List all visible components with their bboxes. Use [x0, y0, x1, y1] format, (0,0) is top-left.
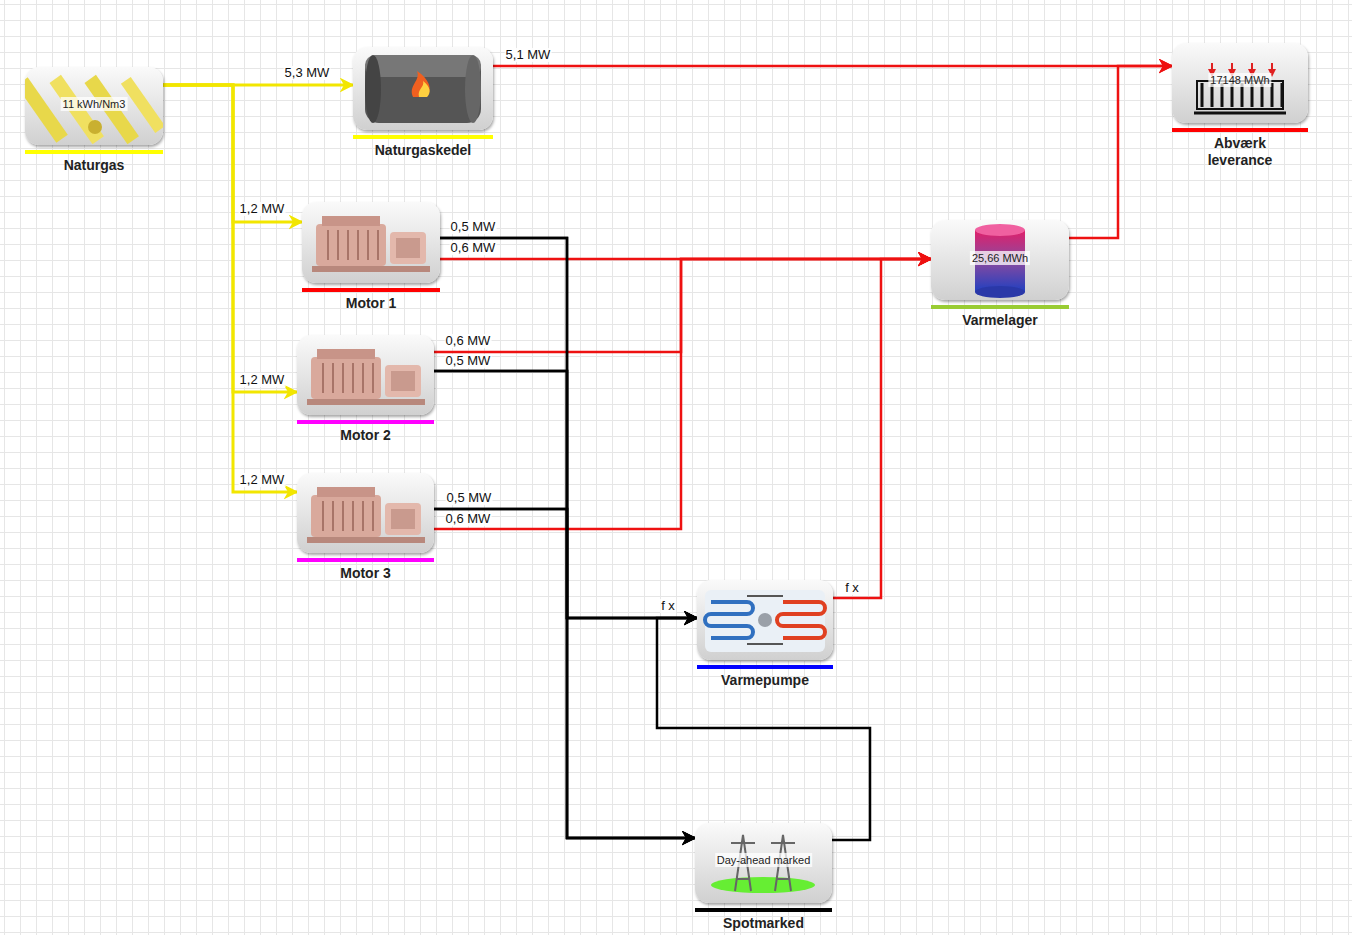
- component-node: 17148 MWhAbværk leverance: [1172, 43, 1308, 169]
- color-bar: [25, 150, 163, 154]
- flow-line: [440, 238, 697, 618]
- flow-label: 1,2 MW: [239, 373, 286, 387]
- component-name: Motor 3: [297, 565, 434, 582]
- color-bar: [353, 135, 493, 139]
- flow-label: 0,6 MW: [445, 512, 492, 526]
- flow-line: [163, 85, 297, 492]
- flow-line: [493, 65, 1172, 68]
- component-name: Varmelager: [931, 312, 1069, 329]
- color-bar: [297, 558, 434, 562]
- flow-label: 1,2 MW: [239, 202, 286, 216]
- component-node: Varmepumpe: [697, 580, 833, 689]
- flow-label: f x: [844, 581, 860, 595]
- value-text: 17148 MWh: [1208, 73, 1271, 87]
- component-node: Day-ahead markedSpotmarked: [695, 823, 832, 932]
- component-illustration: [302, 202, 440, 283]
- flow-label: f x: [660, 599, 676, 613]
- component-name: Abværk leverance: [1172, 135, 1308, 169]
- component-node: 11 kWh/Nm3Naturgas: [25, 67, 163, 174]
- flow-label: 0,5 MW: [445, 354, 492, 368]
- color-bar: [302, 288, 440, 292]
- flow-line: [434, 371, 695, 838]
- component-icon: 25,66 MWh: [931, 220, 1069, 300]
- component-illustration: [697, 580, 833, 660]
- component-icon: [297, 473, 434, 553]
- flow-label: 5,3 MW: [284, 66, 331, 80]
- flow-line: [434, 509, 697, 618]
- color-bar: [297, 420, 434, 424]
- flow-label: 0,6 MW: [445, 334, 492, 348]
- value-text: Day-ahead marked: [715, 853, 813, 867]
- component-node: Motor 3: [297, 473, 434, 582]
- component-name: Motor 2: [297, 427, 434, 444]
- component-name: Naturgas: [25, 157, 163, 174]
- component-illustration: [297, 473, 434, 553]
- flow-line: [163, 85, 297, 392]
- component-name: Varmepumpe: [697, 672, 833, 689]
- value-text: 11 kWh/Nm3: [61, 97, 128, 111]
- component-icon: [297, 335, 434, 415]
- flow-label: 0,5 MW: [446, 491, 493, 505]
- component-icon: 17148 MWh: [1172, 43, 1308, 123]
- flow-line: [1069, 66, 1172, 238]
- component-node: Motor 2: [297, 335, 434, 444]
- component-node: Motor 1: [302, 202, 440, 312]
- component-icon: [302, 202, 440, 283]
- flow-label: 0,6 MW: [450, 241, 497, 255]
- flow-label: 0,5 MW: [450, 220, 497, 234]
- component-name: Naturgaskedel: [353, 142, 493, 159]
- flow-line: [434, 371, 697, 618]
- component-node: Naturgaskedel: [353, 47, 493, 159]
- value-text: 25,66 MWh: [970, 251, 1030, 265]
- flow-line: [434, 259, 931, 352]
- component-icon: 11 kWh/Nm3: [25, 67, 163, 145]
- component-illustration: [297, 335, 434, 415]
- color-bar: [1172, 128, 1308, 132]
- component-icon: [353, 47, 493, 130]
- color-bar: [695, 908, 832, 912]
- component-name: Motor 1: [302, 295, 440, 312]
- flow-line: [434, 259, 931, 529]
- flow-line: [833, 259, 931, 598]
- color-bar: [931, 305, 1069, 309]
- flow-label: 5,1 MW: [505, 48, 552, 62]
- color-bar: [697, 665, 833, 669]
- component-icon: [697, 580, 833, 660]
- component-name: Spotmarked: [695, 915, 832, 932]
- component-icon: Day-ahead marked: [695, 823, 832, 903]
- component-node: 25,66 MWhVarmelager: [931, 220, 1069, 329]
- component-illustration: [353, 47, 493, 130]
- flow-label: 1,2 MW: [239, 473, 286, 487]
